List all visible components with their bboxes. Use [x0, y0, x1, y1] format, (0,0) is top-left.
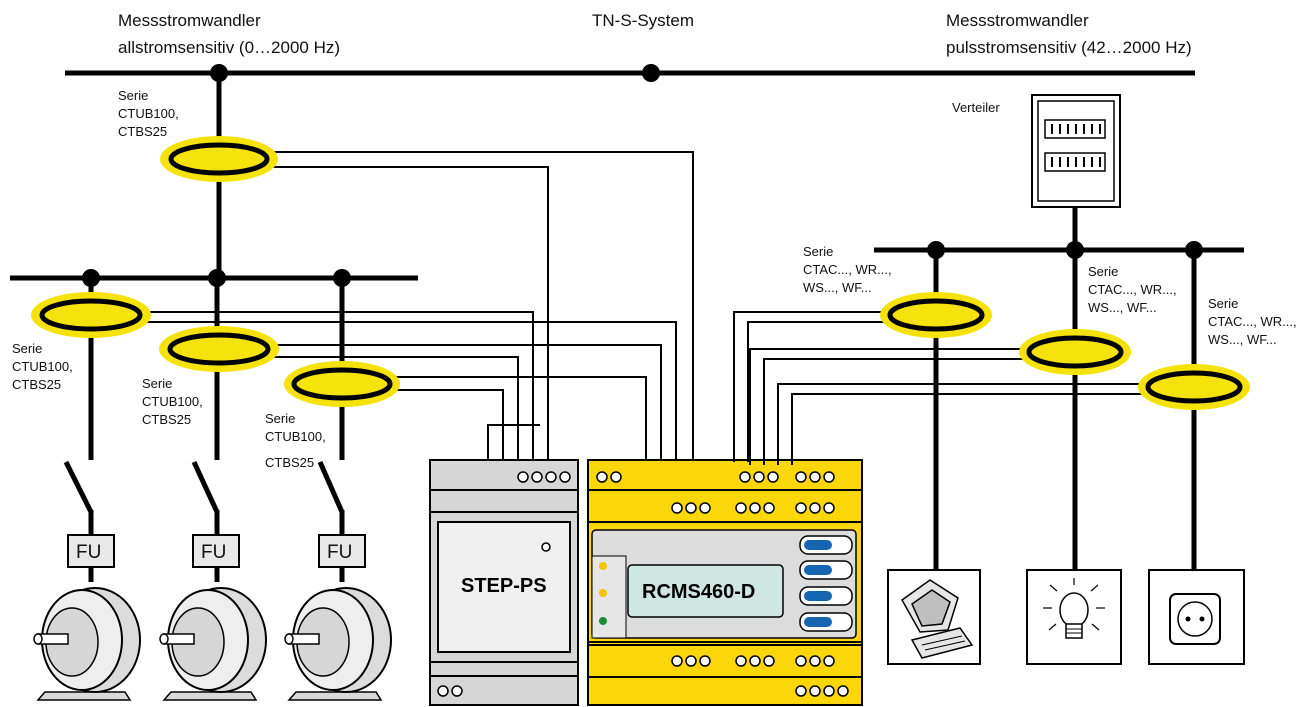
- label-verteiler: Verteiler: [952, 100, 1000, 115]
- fu-box-1: FU: [67, 534, 115, 568]
- label-ac-dc-subtitle: allstromsensitiv (0…2000 Hz): [118, 38, 340, 57]
- svg-text:FU: FU: [201, 542, 226, 563]
- wire-ct1-a: [146, 311, 534, 462]
- ct-left-1-label-1: Serie: [12, 341, 42, 356]
- ct-right-3-label-1: Serie: [1208, 296, 1238, 311]
- motor-icon-3: [284, 587, 392, 701]
- motor-icon-1: [33, 587, 141, 701]
- label-ac-dc-title: Messstromwandler: [118, 11, 261, 30]
- wire-ct-top: [268, 151, 694, 462]
- wire-ct3-a: [395, 376, 647, 462]
- ct-left-3-label-2: CTUB100,: [265, 429, 326, 444]
- ct-right-2-label-3: WS..., WF...: [1088, 300, 1157, 315]
- svg-text:FU: FU: [76, 542, 101, 563]
- ct-left-3-label-3: CTBS25: [265, 455, 314, 470]
- ct-left-3-label-1: Serie: [265, 411, 295, 426]
- ct-left-2-label-1: Serie: [142, 376, 172, 391]
- fu-box-3: FU: [318, 534, 366, 568]
- motor-icon-2: [159, 587, 267, 701]
- fu-box-2: FU: [192, 534, 240, 568]
- switch-icon-1: [63, 460, 94, 514]
- ct-top-label-1: Serie: [118, 88, 148, 103]
- step-ps-label: STEP-PS: [461, 575, 547, 597]
- ct-right-1-label-1: Serie: [803, 244, 833, 259]
- wire-ct2-b: [270, 356, 519, 462]
- label-pulse-title: Messstromwandler: [946, 11, 1089, 30]
- ct-right-1: [880, 292, 992, 338]
- ct-top: [160, 136, 278, 182]
- ct-right-3-label-2: CTAC..., WR...,: [1208, 314, 1297, 329]
- ct-right-1-label-2: CTAC..., WR...,: [803, 262, 892, 277]
- socket-icon: [1148, 569, 1245, 665]
- wire-rct2-a: [749, 348, 1024, 465]
- distribution-board: [1031, 94, 1121, 208]
- wire-rct2-b: [763, 358, 1024, 465]
- svg-text:FU: FU: [327, 542, 352, 563]
- ct-top-label-3: CTBS25: [118, 124, 167, 139]
- rcms-device: [587, 459, 863, 706]
- rcms-label: RCMS460-D: [642, 581, 755, 603]
- ct-left-2: [159, 326, 279, 372]
- computer-icon: [887, 569, 981, 665]
- ct-top-label-2: CTUB100,: [118, 106, 179, 121]
- ct-left-1-label-3: CTBS25: [12, 377, 61, 392]
- wire-rct3-b: [791, 393, 1144, 465]
- bus-node-center: [642, 64, 660, 82]
- wire-rct1-a: [733, 311, 885, 462]
- wire-ct3-b: [395, 389, 504, 462]
- label-tn-s-system: TN-S-System: [592, 11, 694, 30]
- ct-right-2: [1019, 329, 1131, 375]
- ct-left-2-label-3: CTBS25: [142, 412, 191, 427]
- ct-right-2-label-2: CTAC..., WR...,: [1088, 282, 1177, 297]
- wire-ct2-a: [270, 344, 662, 462]
- ct-right-2-label-1: Serie: [1088, 264, 1118, 279]
- ct-left-1: [31, 292, 151, 338]
- ct-left-1-label-2: CTUB100,: [12, 359, 73, 374]
- wire-rct1-b: [747, 321, 885, 462]
- wire-rct3-a: [777, 383, 1144, 465]
- wire-psu-rcms: [487, 424, 540, 462]
- ct-left-3: [284, 361, 400, 407]
- ct-right-3: [1138, 364, 1250, 410]
- ct-right-1-label-3: WS..., WF...: [803, 280, 872, 295]
- step-ps-device: [429, 459, 579, 706]
- ct-right-3-label-3: WS..., WF...: [1208, 332, 1277, 347]
- label-pulse-subtitle: pulsstromsensitiv (42…2000 Hz): [946, 38, 1192, 57]
- light-bulb-icon: [1026, 569, 1122, 665]
- switch-icon-3: [317, 460, 345, 514]
- switch-icon-2: [191, 460, 220, 514]
- ct-left-2-label-2: CTUB100,: [142, 394, 203, 409]
- wire-ct-top-b: [268, 166, 549, 462]
- wire-ct1-b: [146, 321, 677, 462]
